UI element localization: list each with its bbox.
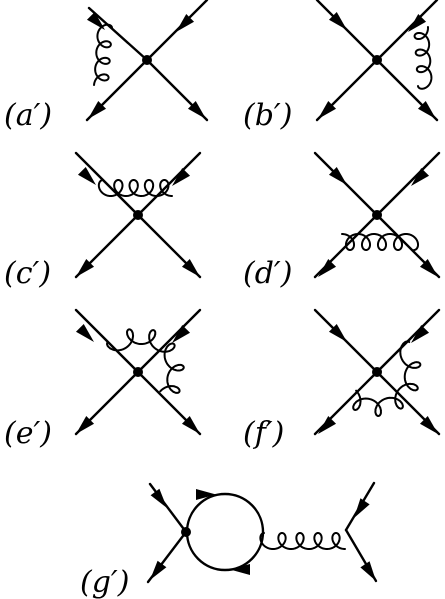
- gluon-line: [93, 23, 113, 87]
- fermion-line-top-left: [74, 308, 140, 374]
- vertex-dot: [133, 210, 143, 220]
- fermion-line-top-left: [87, 6, 149, 62]
- vertex-dot: [181, 527, 191, 537]
- arrow-out-bottom-right: [181, 415, 200, 434]
- fermion-line-top-left: [74, 151, 140, 217]
- gluon-line: [352, 340, 422, 417]
- arrow-out-bottom-left: [76, 415, 95, 434]
- arrow-out-bottom-right: [419, 258, 438, 277]
- arrow-out-bottom-left: [76, 258, 95, 277]
- fermion-loop: [185, 492, 265, 572]
- arrow-top-right: [176, 13, 195, 32]
- diagram-b: (b′): [243, 0, 439, 133]
- gluon-line: [97, 179, 173, 197]
- arrow-top-right: [411, 167, 430, 186]
- fermion-line-top-right: [375, 151, 441, 217]
- arrow-out-bottom-right: [417, 100, 436, 119]
- gluon-line: [106, 328, 185, 394]
- vertex-dot: [372, 210, 382, 220]
- vertex-dot: [372, 367, 382, 377]
- fermion-line-in-left: [148, 482, 188, 534]
- diagram-c-label: (c′): [4, 256, 51, 291]
- vertex-dot: [133, 367, 143, 377]
- arrow-out-left: [150, 560, 167, 580]
- fermion-line-top-right: [375, 0, 439, 62]
- diagram-f: (f′): [243, 308, 441, 451]
- diagram-a: (a′): [4, 0, 209, 133]
- arrow-in-top-left: [328, 323, 347, 342]
- gluon-line: [413, 26, 433, 90]
- arrow-in-top-left: [86, 11, 105, 30]
- arrow-in-top-left: [77, 166, 96, 185]
- diagram-g-label: (g′): [80, 565, 129, 599]
- arrow-in-top-left: [75, 323, 94, 342]
- arrow-out-bottom-left: [318, 100, 337, 119]
- diagram-g: (g′): [80, 481, 378, 599]
- arrow-top-right: [411, 324, 430, 343]
- arrow-out-bottom-left: [318, 258, 337, 277]
- arrow-out-bottom-right: [187, 100, 206, 119]
- arrow-in-top-left: [328, 166, 347, 185]
- arrow-out-bottom-left: [88, 100, 107, 119]
- arrow-out-right: [360, 561, 376, 581]
- arrow-in-right: [354, 498, 370, 518]
- gluon-line: [341, 233, 420, 251]
- diagram-e-label: (e′): [4, 416, 52, 451]
- diagram-b-label: (b′): [243, 98, 292, 133]
- fermion-line-top-right: [145, 0, 209, 62]
- diagram-d-label: (d′): [243, 256, 292, 291]
- arrow-top-right: [408, 13, 427, 32]
- diagram-f-label: (f′): [243, 416, 284, 451]
- gluon-line: [259, 532, 346, 550]
- diagram-d: (d′): [243, 151, 441, 291]
- arrow-top-right: [172, 324, 191, 343]
- arrow-loop-top: [196, 489, 216, 500]
- arrow-in-top-left: [328, 11, 347, 30]
- arrow-out-bottom-left: [318, 415, 337, 434]
- fermion-line-top-right: [136, 308, 202, 374]
- diagram-e: (e′): [4, 308, 202, 451]
- arrow-in-left: [150, 488, 167, 508]
- arrow-out-bottom-right: [419, 415, 438, 434]
- vertex-dot: [372, 55, 382, 65]
- arrow-loop-bottom: [230, 564, 250, 575]
- vertex-dot: [142, 55, 152, 65]
- diagram-a-label: (a′): [4, 98, 52, 133]
- diagram-c: (c′): [4, 151, 202, 291]
- arrow-top-right: [172, 167, 191, 186]
- arrow-out-bottom-right: [181, 258, 200, 277]
